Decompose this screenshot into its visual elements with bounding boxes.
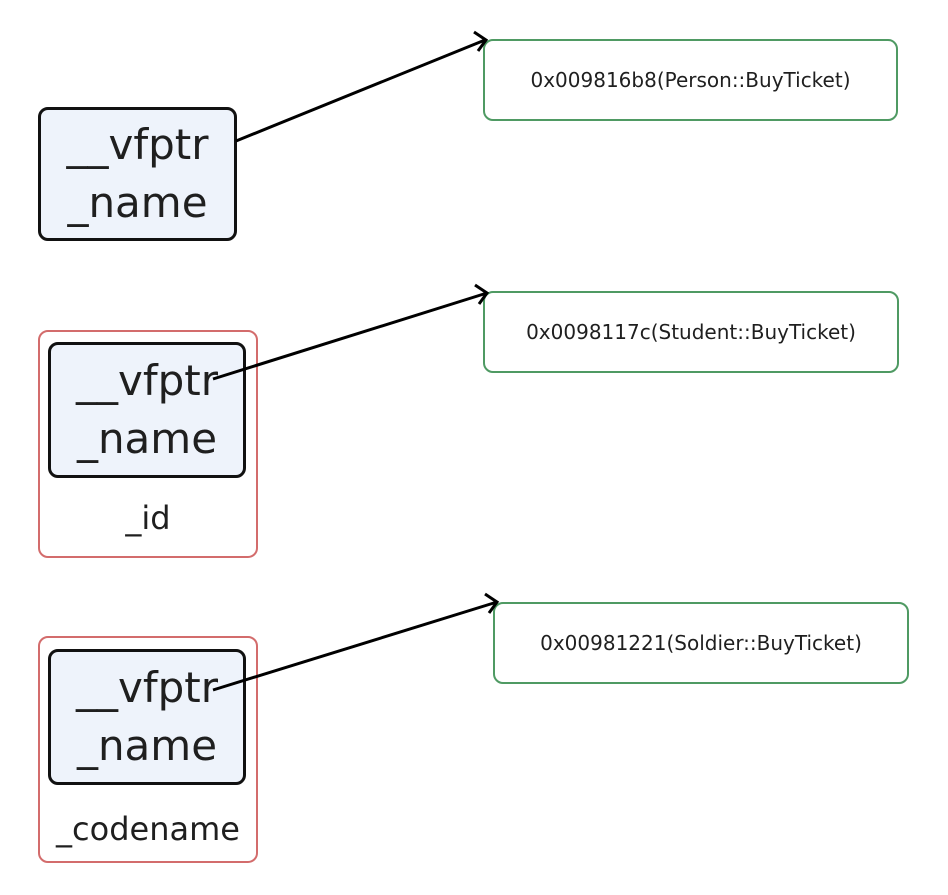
soldier-vfptr-field: __vfptr [75, 663, 219, 712]
arrow-right-icon [235, 30, 489, 143]
person-vfptr-field: __vfptr [66, 120, 209, 169]
soldier-vtable-entry-text: 0x00981221(Soldier::BuyTicket) [540, 631, 862, 655]
person-object-box: __vfptr _name [38, 107, 237, 241]
student-vtable-entry-text: 0x0098117c(Student::BuyTicket) [526, 320, 856, 344]
student-base-subobject: __vfptr _name [48, 342, 246, 478]
student-id-field: _id [125, 499, 171, 537]
student-name-field: _name [76, 414, 218, 463]
student-vtable-entry: 0x0098117c(Student::BuyTicket) [483, 291, 899, 373]
person-vtable-entry-text: 0x009816b8(Person::BuyTicket) [530, 68, 851, 92]
person-name-field: _name [67, 178, 208, 227]
student-vfptr-field: __vfptr [75, 356, 219, 405]
soldier-base-subobject: __vfptr _name [48, 649, 246, 785]
soldier-codename-field: _codename [56, 810, 240, 848]
soldier-vtable-entry: 0x00981221(Soldier::BuyTicket) [493, 602, 909, 684]
soldier-name-field: _name [76, 721, 218, 770]
person-vtable-entry: 0x009816b8(Person::BuyTicket) [483, 39, 898, 121]
